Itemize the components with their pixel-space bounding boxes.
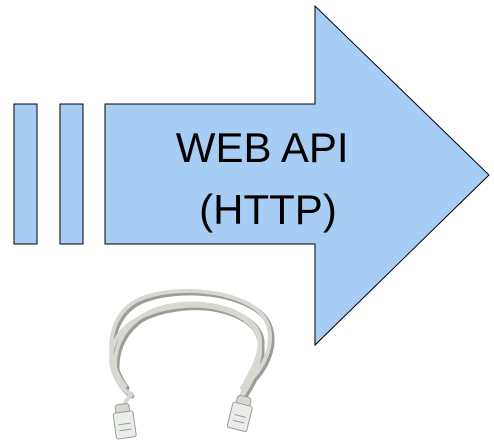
arrow-label-line-2: (HTTP) bbox=[199, 186, 337, 233]
stripe-bar-1 bbox=[13, 103, 38, 245]
stripe-bar-2 bbox=[59, 103, 84, 245]
arrow-label: WEB API (HTTP) bbox=[176, 124, 360, 233]
network-cable-icon bbox=[109, 288, 275, 440]
api-arrow bbox=[104, 4, 490, 347]
arrow-label-line-1: WEB API bbox=[176, 124, 349, 171]
